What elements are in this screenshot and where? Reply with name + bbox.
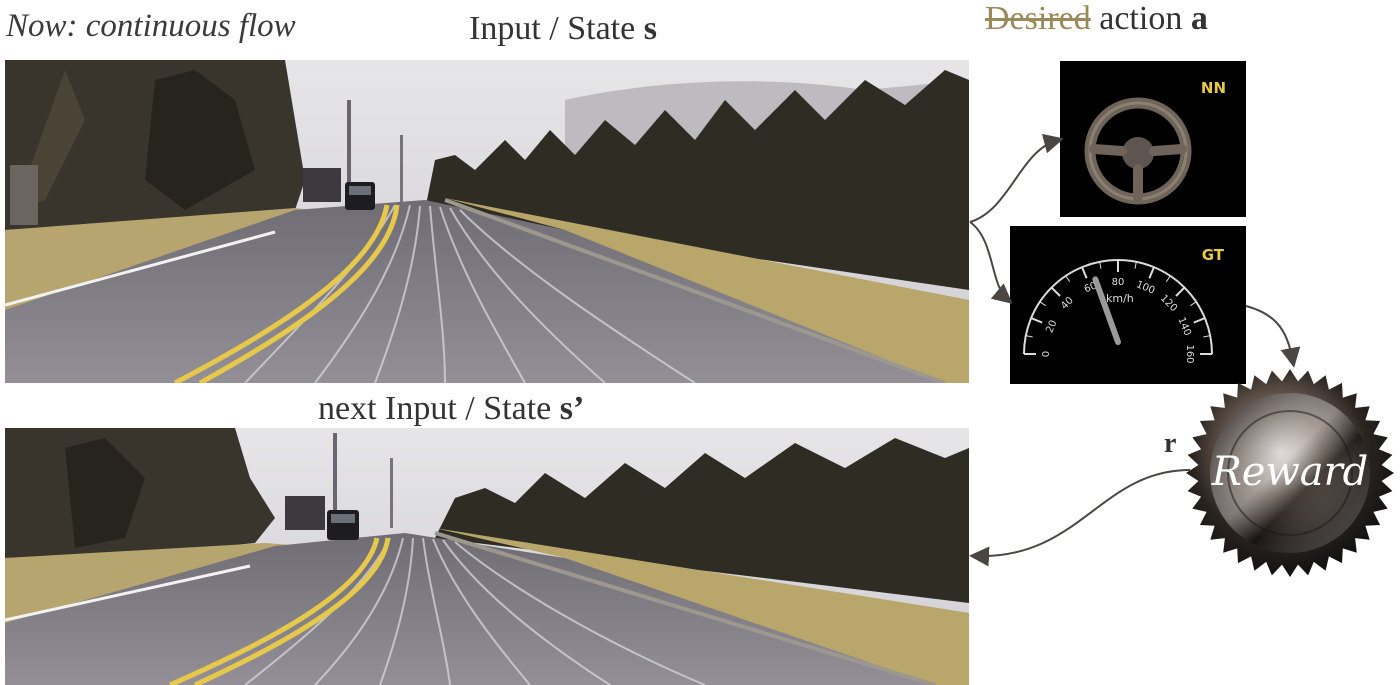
action-struck-word: Desired: [985, 0, 1091, 37]
arrow-to-nn: [969, 133, 1064, 223]
gauge-tick-label: 20: [1044, 319, 1059, 335]
gauge-minor-tick: [1165, 275, 1171, 282]
state-title: Input / State s: [469, 10, 657, 48]
next-state-symbol: s’: [559, 390, 585, 427]
gauge-major-tick: [1030, 317, 1043, 324]
nn-steering-panel: NN: [1060, 61, 1246, 217]
road-image-next: [5, 428, 969, 685]
gauge-needle: [1092, 276, 1121, 345]
gauge-minor-tick: [1039, 301, 1046, 307]
gauge-minor-tick: [1065, 275, 1071, 282]
reward-seal: Reward: [1180, 363, 1400, 583]
action-title: Desired action a: [985, 0, 1208, 38]
now-label: Now: continuous flow: [6, 8, 296, 44]
gauge-ticks: [1023, 259, 1213, 355]
gauge-major-tick: [1081, 266, 1088, 279]
state-label: Input / State: [469, 10, 636, 47]
gauge-major-tick: [1050, 286, 1061, 297]
steering-wheel-icon: [1084, 97, 1192, 205]
gauge-tick-label: 160: [1184, 344, 1195, 363]
gauge-minor-tick: [1134, 261, 1137, 269]
gauge-minor-tick: [1190, 301, 1197, 307]
action-symbol: a: [1190, 0, 1208, 37]
gauge-minor-tick: [1203, 335, 1211, 338]
gauge-minor-tick: [1025, 335, 1033, 338]
reward-symbol: r: [1164, 428, 1177, 459]
gauge-tick-label: 0: [1041, 351, 1052, 357]
arrow-to-next-state: [969, 469, 1191, 567]
road-image-current: [5, 60, 969, 383]
gauge-major-tick: [1193, 317, 1206, 324]
gauge-tick-label: 140: [1175, 316, 1192, 338]
gauge-major-tick: [1175, 286, 1186, 297]
gauge-tick-label: 80: [1112, 277, 1125, 288]
reward-label: Reward: [1211, 449, 1369, 495]
next-state-title: next Input / State s’: [318, 390, 584, 428]
gt-label: GT: [1201, 246, 1224, 264]
state-symbol: s: [643, 10, 657, 47]
action-label: action: [1099, 0, 1183, 37]
gauge-unit-label: km/h: [1106, 292, 1134, 305]
gauge-tick-label: 100: [1134, 279, 1156, 296]
next-state-label: next Input / State: [318, 390, 552, 427]
nn-label: NN: [1200, 79, 1226, 97]
arrow-to-reward: [1245, 305, 1301, 368]
gauge-tick-label: 40: [1059, 295, 1076, 312]
gauge-major-tick: [1148, 266, 1155, 279]
arrow-to-gt: [969, 221, 1013, 304]
gauge-minor-tick: [1099, 261, 1102, 269]
